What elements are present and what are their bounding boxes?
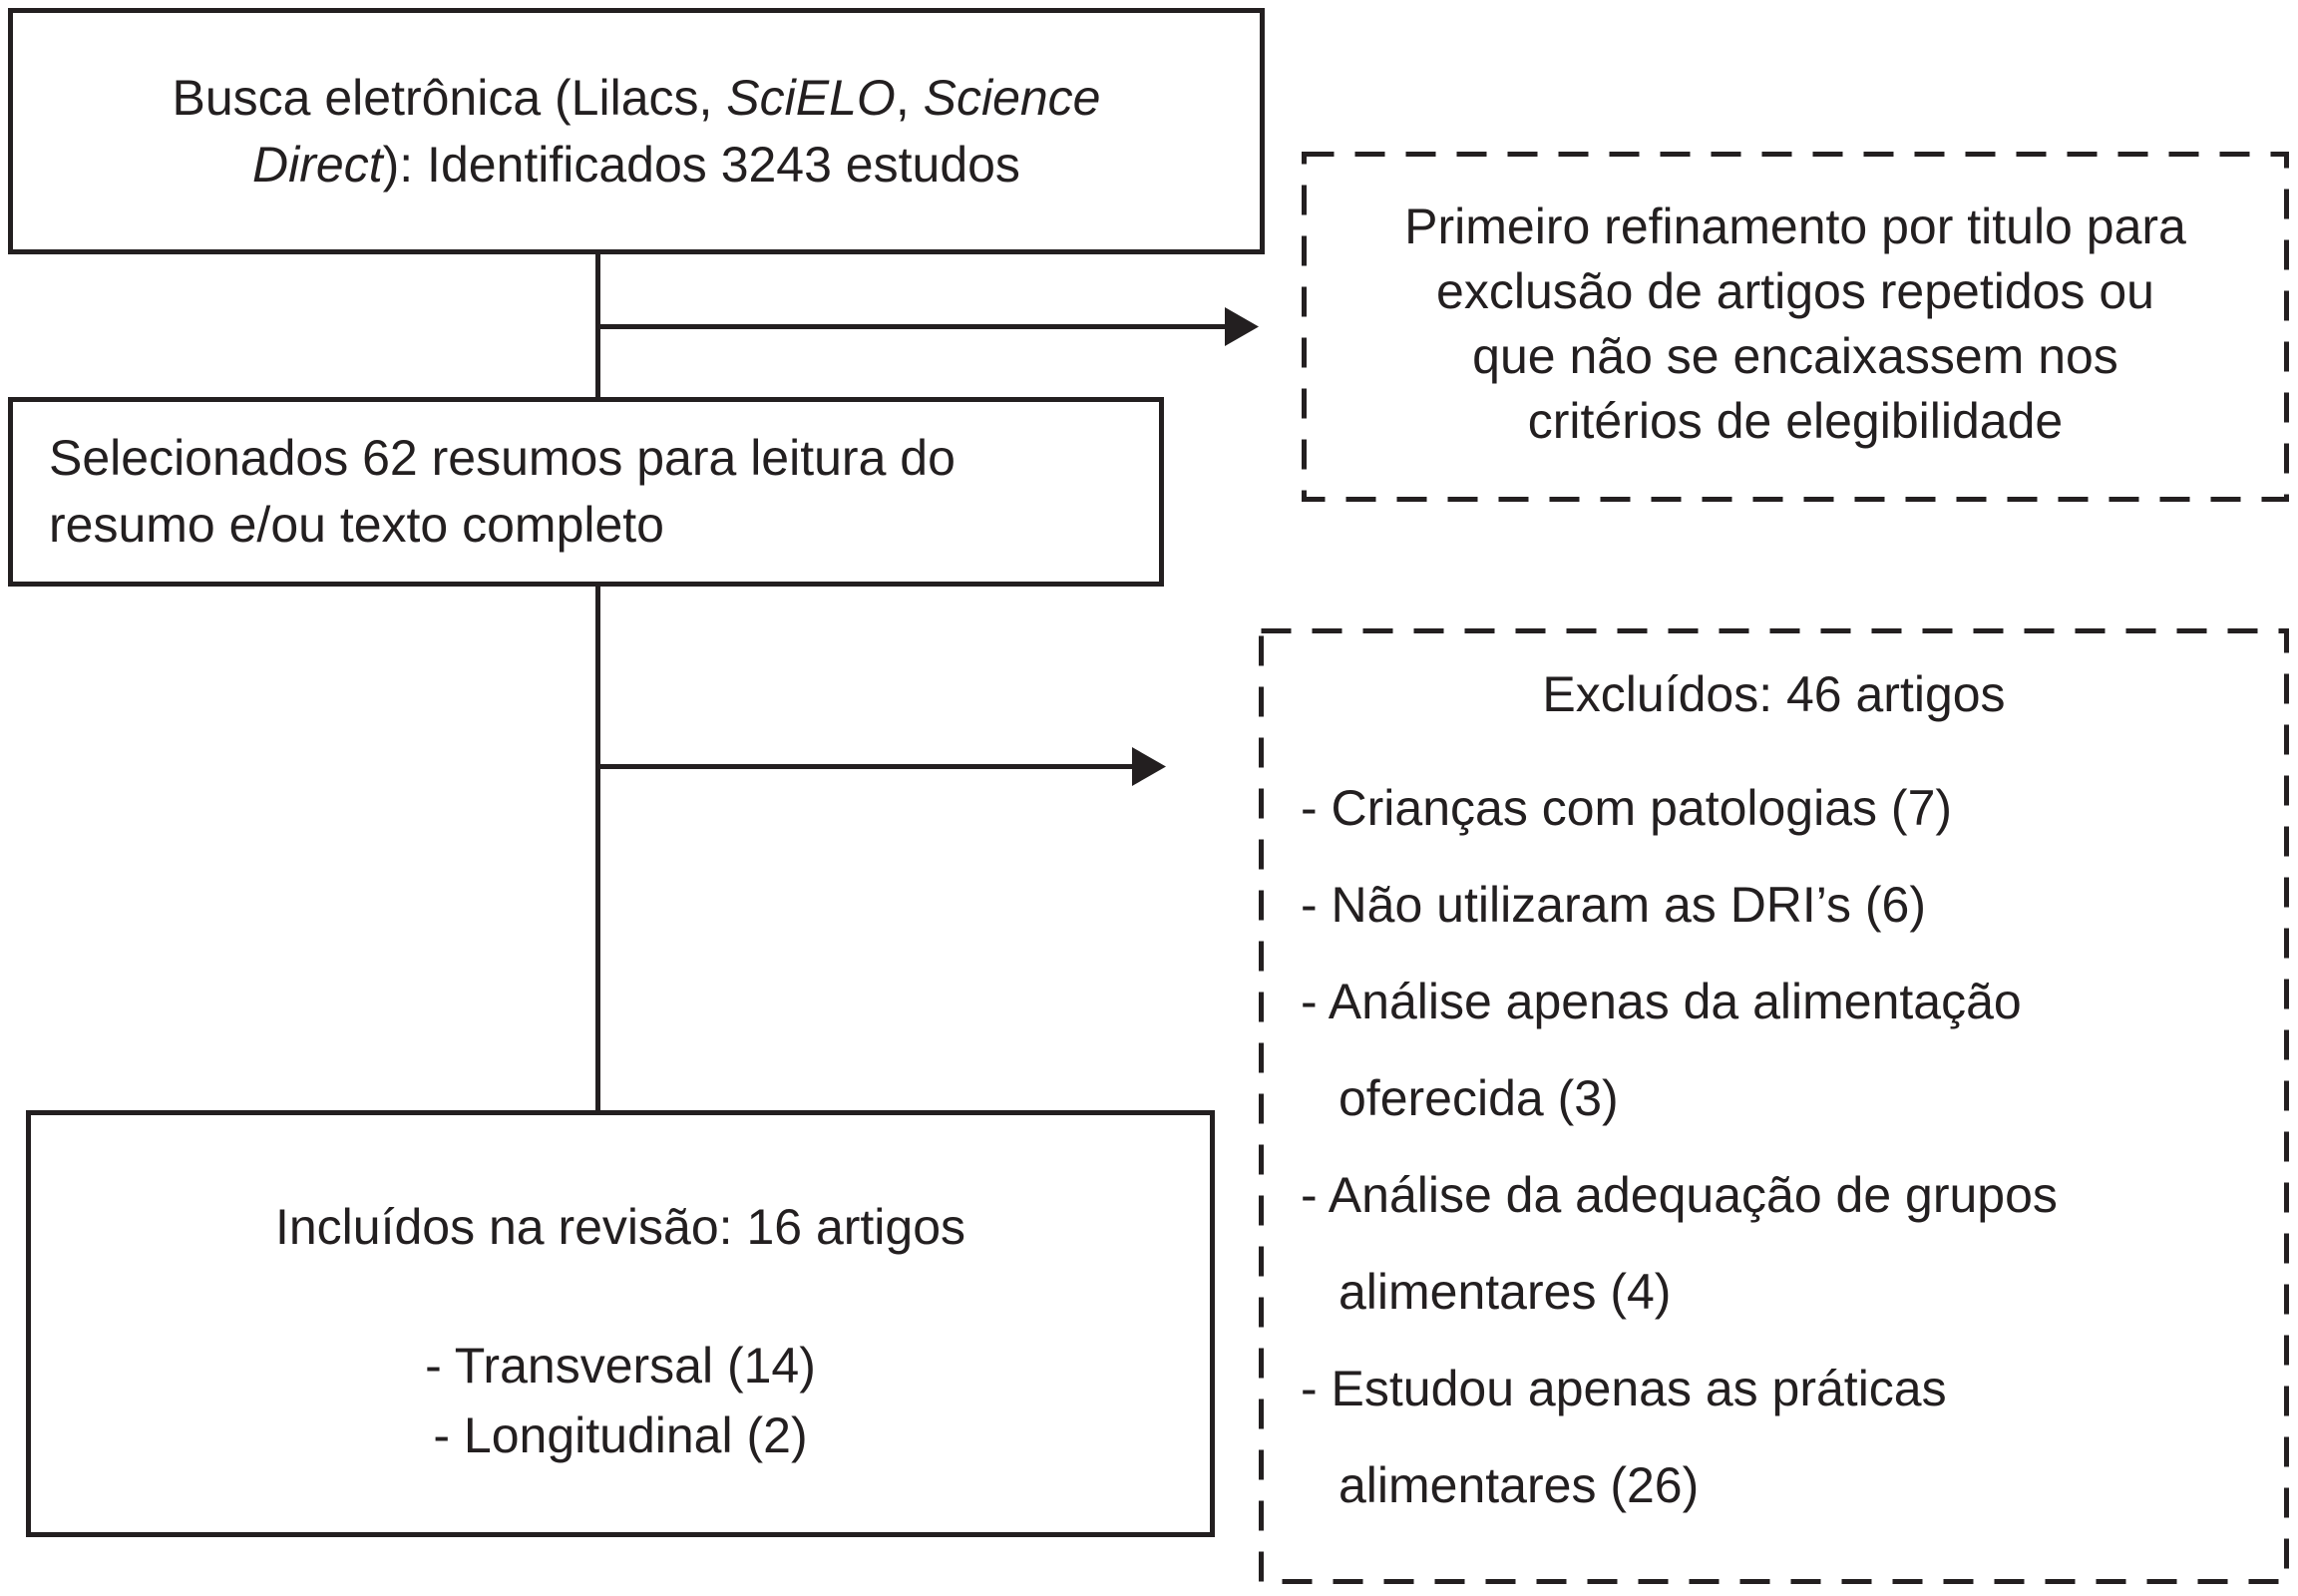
refine-box-line: exclusão de artigos repetidos ou	[1436, 262, 2154, 319]
excluded-box: Excluídos: 46 artigos - Crianças com pat…	[1259, 628, 2289, 1584]
excluded-reasons-list: - Crianças com patologias (7) - Não util…	[1259, 760, 2289, 1534]
search-box-line1-separator: ,	[895, 69, 924, 126]
selected-box-line: resumo e/ou texto completo	[49, 497, 664, 553]
excluded-box-title: Excluídos: 46 artigos	[1542, 666, 2006, 722]
search-box: Busca eletrônica (Lilacs, SciELO, Scienc…	[8, 8, 1265, 254]
excluded-reason-item: - Estudou apenas as práticas alimentares…	[1301, 1361, 1947, 1513]
search-box-line2: Direct): Identificados 3243 estudos	[252, 132, 1020, 199]
arrow-to-refine-head	[1225, 307, 1259, 346]
refine-box-line: que não se encaixassem nos	[1472, 327, 2118, 384]
excluded-reason-item: - Crianças com patologias (7)	[1301, 780, 1953, 836]
included-type-item: - Longitudinal (2)	[433, 1407, 808, 1463]
search-box-database-science: Science	[923, 69, 1101, 126]
arrow-to-excluded-head	[1132, 747, 1166, 786]
search-box-line2-text: ): Identificados 3243 estudos	[382, 136, 1020, 193]
refine-box-line: Primeiro refinamento por titulo para	[1404, 198, 2186, 254]
refine-box-line: critérios de elegibilidade	[1527, 392, 2064, 449]
excluded-box-dashed-border	[1259, 628, 2289, 1584]
included-types-list: - Transversal (14) - Longitudinal (2)	[31, 1331, 1210, 1470]
selected-box-line: Selecionados 62 resumos para leitura do	[49, 430, 956, 486]
search-box-line1-text: Busca eletrônica (Lilacs,	[172, 69, 727, 126]
excluded-reason-item: - Não utilizaram as DRI’s (6)	[1301, 877, 1927, 933]
search-box-database-scielo: SciELO	[726, 69, 896, 126]
excluded-reason-item: - Análise apenas da alimentação oferecid…	[1301, 974, 2022, 1126]
excluded-reason-item: - Análise da adequação de grupos aliment…	[1301, 1167, 2058, 1320]
included-box-title: Incluídos na revisão: 16 artigos	[274, 1199, 966, 1255]
selected-box: Selecionados 62 resumos para leitura do …	[8, 397, 1164, 587]
refine-box: Primeiro refinamento por titulo para exc…	[1302, 152, 2289, 502]
included-box: Incluídos na revisão: 16 artigos - Trans…	[26, 1110, 1215, 1537]
included-type-item: - Transversal (14)	[425, 1338, 816, 1394]
search-box-database-direct: Direct	[252, 136, 383, 193]
search-box-line1: Busca eletrônica (Lilacs, SciELO, Scienc…	[172, 65, 1100, 132]
